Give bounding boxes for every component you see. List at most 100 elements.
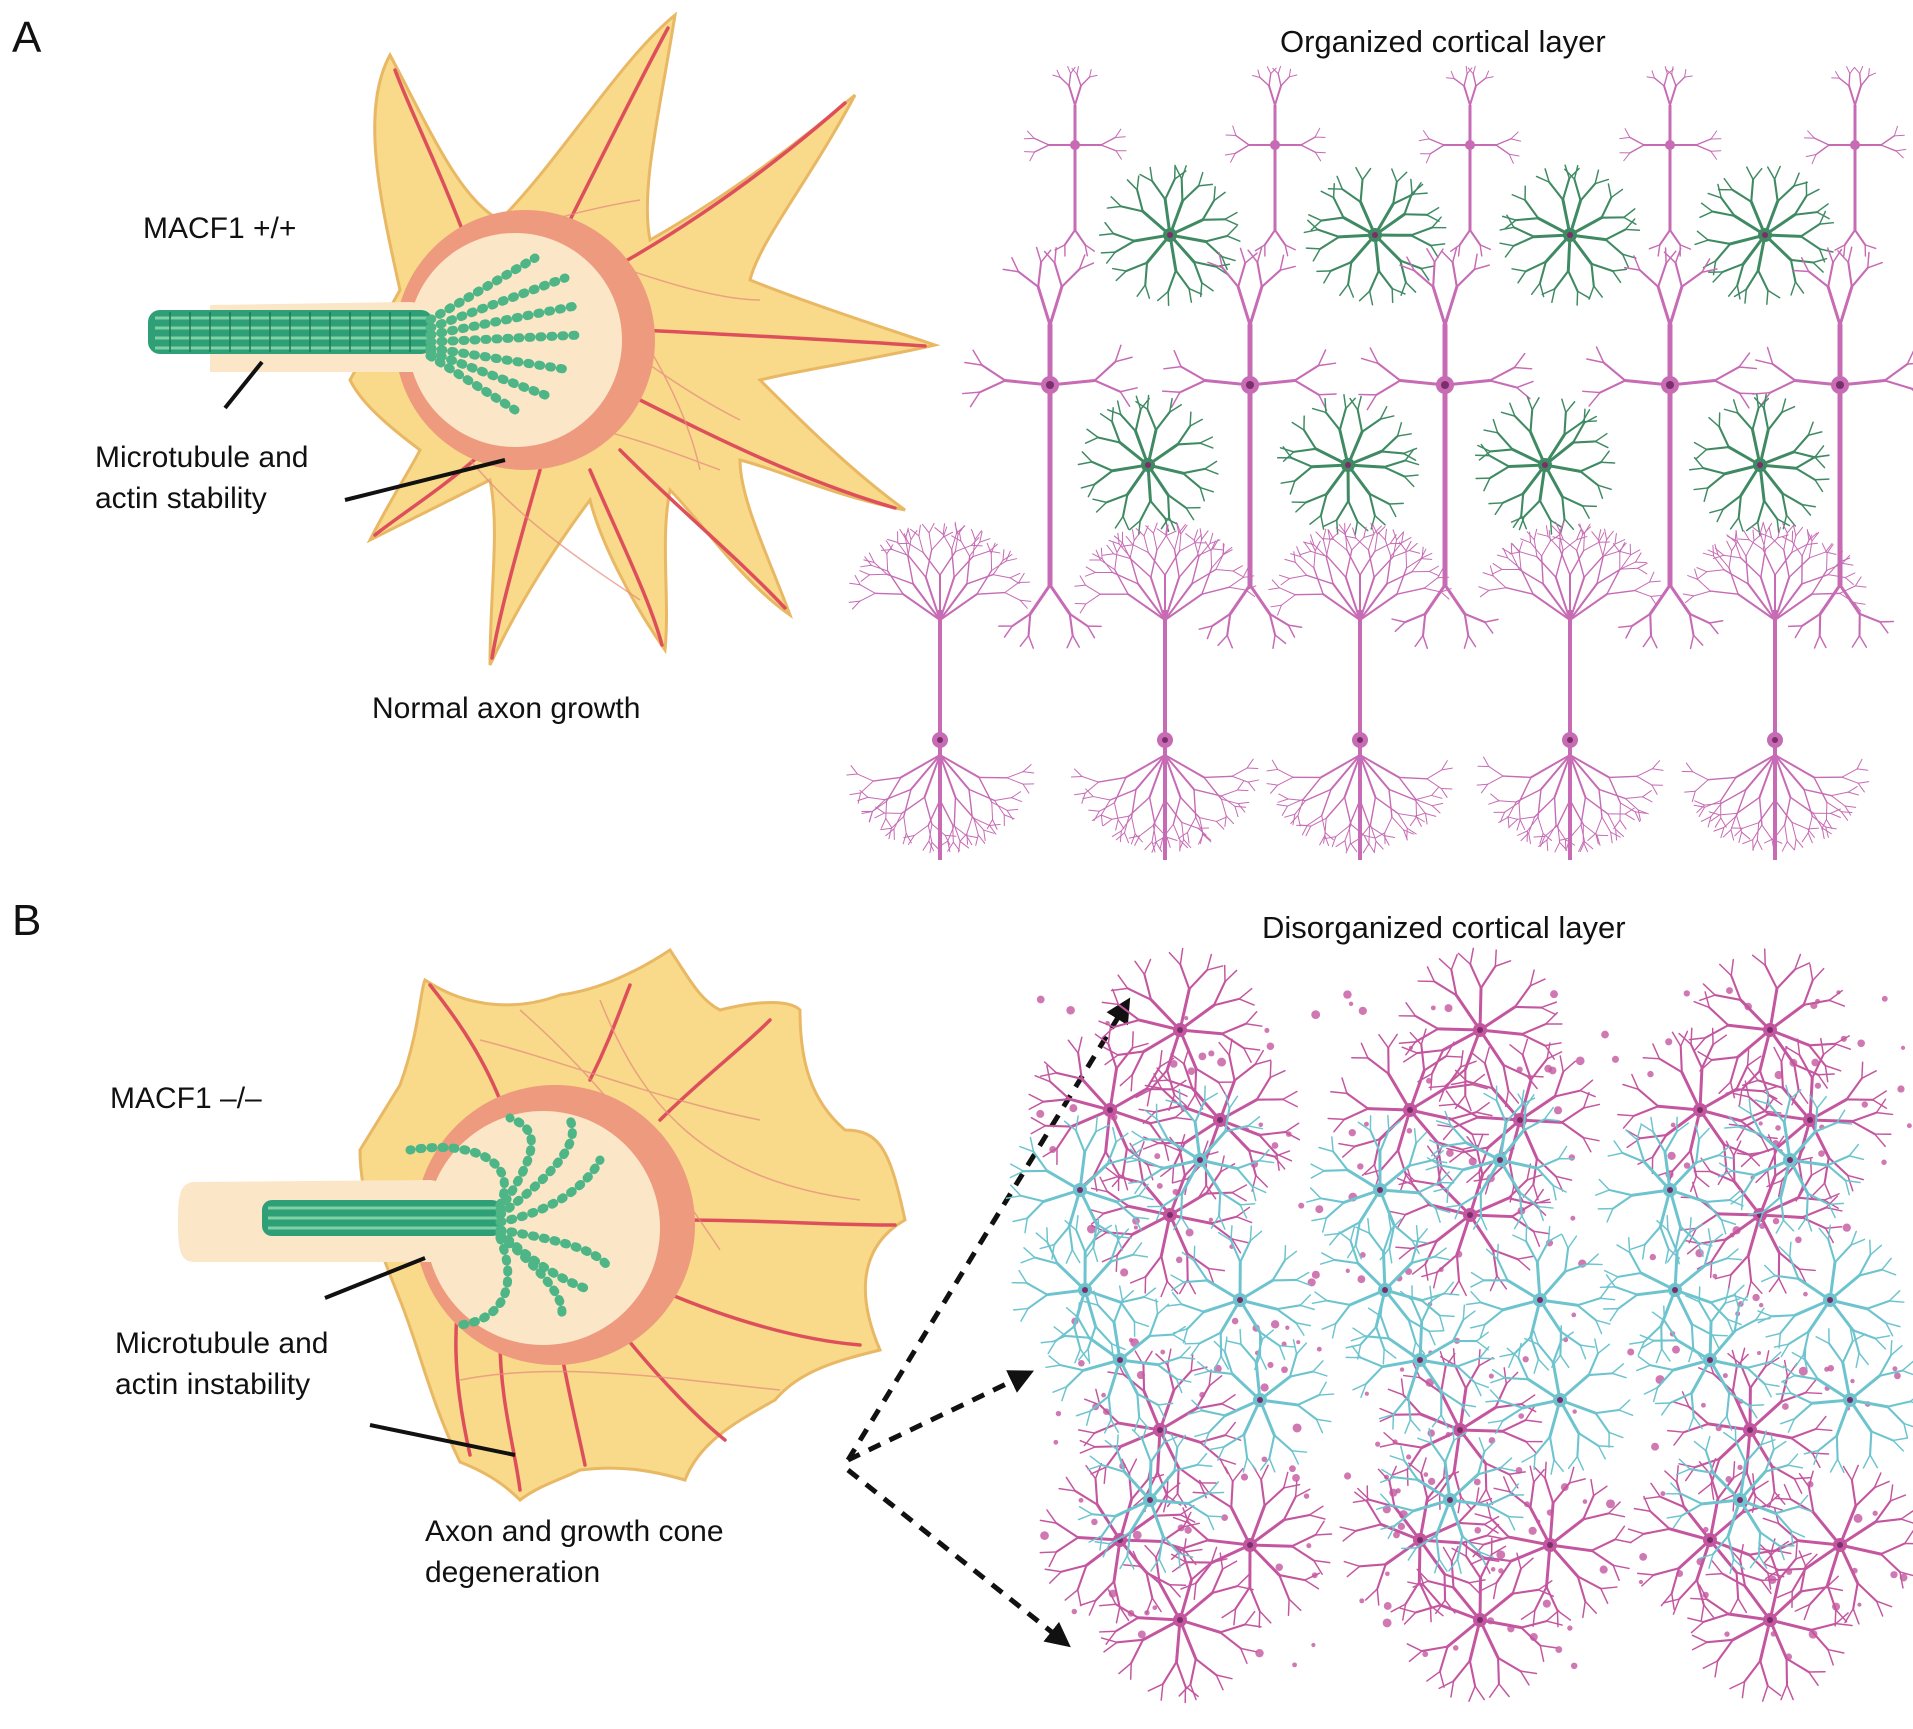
cell-debris — [1267, 1361, 1274, 1369]
cell-debris — [1726, 987, 1733, 995]
cell-debris — [1774, 1070, 1783, 1080]
cell-debris — [1757, 1350, 1762, 1356]
cell-debris — [1198, 1052, 1207, 1061]
cell-debris — [1292, 1474, 1300, 1482]
disorganized-layer-title: Disorganized cortical layer — [1262, 910, 1626, 945]
microtubule-bundle — [148, 310, 433, 354]
cell-debris — [1567, 1625, 1573, 1631]
cell-debris — [1221, 1514, 1228, 1521]
cell-debris — [1522, 1356, 1529, 1363]
cyan-glial-cell — [1345, 1285, 1495, 1434]
cell-debris — [1683, 1162, 1691, 1169]
pyramidal-neuron — [1161, 246, 1337, 649]
arrow-up — [845, 997, 1131, 1462]
splayed-microtubules — [425, 253, 585, 415]
cell-debris — [1518, 1413, 1525, 1419]
cell-debris — [1364, 1391, 1369, 1396]
disorganized-neuron — [1167, 1464, 1333, 1628]
cell-debris — [1154, 1153, 1161, 1160]
cell-debris — [1627, 1348, 1635, 1356]
bushy-neuron — [1266, 522, 1453, 860]
cell-debris — [1375, 1441, 1381, 1447]
cell-debris — [1395, 1488, 1401, 1494]
cell-debris — [1264, 1027, 1270, 1033]
cell-debris — [1231, 1317, 1239, 1325]
arrow-middle — [846, 1370, 1035, 1463]
pyramidal-neuron — [1752, 246, 1913, 649]
cyan-glial-cell — [1717, 1084, 1865, 1234]
cell-debris — [1473, 1478, 1481, 1486]
cyan-glial-cell — [1126, 1085, 1275, 1231]
astrocyte — [1688, 393, 1830, 537]
cell-debris — [1850, 1378, 1855, 1384]
cell-debris — [1036, 1109, 1045, 1118]
cell-debris — [1240, 1473, 1249, 1481]
small-neuron — [1418, 65, 1522, 257]
cell-debris — [1358, 1006, 1367, 1015]
disorganized-neuron — [1399, 1537, 1563, 1702]
cell-debris — [1544, 1064, 1553, 1073]
cyan-glial-cell — [1005, 1115, 1154, 1264]
cell-debris — [1208, 1050, 1215, 1057]
cell-debris — [1550, 990, 1559, 999]
cell-debris — [1639, 1552, 1648, 1561]
cell-debris — [1758, 1121, 1763, 1126]
cell-debris — [1261, 1456, 1268, 1463]
cell-debris — [1281, 1366, 1288, 1374]
cell-debris — [1160, 1349, 1166, 1355]
cell-debris — [1498, 1568, 1504, 1574]
cell-debris — [1292, 1662, 1297, 1668]
cell-debris — [1385, 1571, 1390, 1577]
cell-debris — [1890, 1571, 1898, 1579]
cell-debris — [1185, 1228, 1194, 1237]
cell-debris — [1528, 1526, 1537, 1535]
cell-debris — [1406, 1128, 1413, 1134]
cell-debris — [1814, 1082, 1822, 1089]
cell-debris — [1315, 1205, 1324, 1214]
cell-debris — [1452, 1645, 1459, 1651]
small-neuron — [1023, 65, 1127, 257]
cell-debris — [1827, 1364, 1835, 1372]
instability-label-line1: Microtubule and — [115, 1327, 328, 1360]
small-neuron — [1803, 65, 1907, 257]
cell-debris — [1853, 1513, 1863, 1523]
cell-debris — [1128, 1337, 1134, 1343]
cell-debris — [1397, 1522, 1406, 1531]
cell-debris — [1781, 1403, 1789, 1410]
cyan-glial-cell — [1305, 1114, 1455, 1264]
small-neuron — [1619, 66, 1722, 257]
cell-debris — [1271, 1142, 1279, 1149]
cell-debris — [1427, 1429, 1435, 1437]
degeneration-label-line1: Axon and growth cone — [425, 1515, 724, 1548]
cell-debris — [1803, 1291, 1808, 1297]
disorganized-neuron — [1437, 1038, 1601, 1203]
cell-debris — [1133, 1225, 1138, 1230]
disorganized-neuron — [1398, 947, 1563, 1112]
cell-debris — [1364, 1121, 1369, 1127]
disorganized-neuron — [1388, 1133, 1552, 1297]
cell-debris — [1772, 1217, 1780, 1225]
arrow-down — [846, 1468, 1071, 1648]
disorganized-neuron — [1028, 1027, 1192, 1192]
panel-b-letter: B — [12, 896, 41, 945]
pyramidal-neuron — [1582, 247, 1758, 650]
cell-debris — [1897, 1085, 1905, 1093]
cell-debris — [1553, 1106, 1563, 1115]
pyramidal-neuron — [961, 246, 1138, 649]
cell-debris — [1359, 1251, 1366, 1258]
cell-debris — [1568, 1154, 1576, 1161]
cell-debris — [1857, 1039, 1865, 1048]
microtubule-ridges — [169, 312, 411, 352]
astrocyte — [1276, 394, 1420, 536]
cell-debris — [1285, 1325, 1290, 1330]
cell-debris — [1258, 1122, 1264, 1128]
cell-debris — [1775, 1125, 1781, 1131]
cell-debris — [1672, 1345, 1681, 1354]
cell-debris — [1071, 1608, 1078, 1615]
cell-debris — [1069, 1104, 1078, 1113]
cell-debris — [1446, 1149, 1454, 1157]
cell-debris — [1606, 1499, 1615, 1509]
cell-debris — [1184, 1016, 1189, 1021]
degenerating-central-domain — [426, 1111, 660, 1345]
leader-degeneration — [369, 1423, 516, 1457]
